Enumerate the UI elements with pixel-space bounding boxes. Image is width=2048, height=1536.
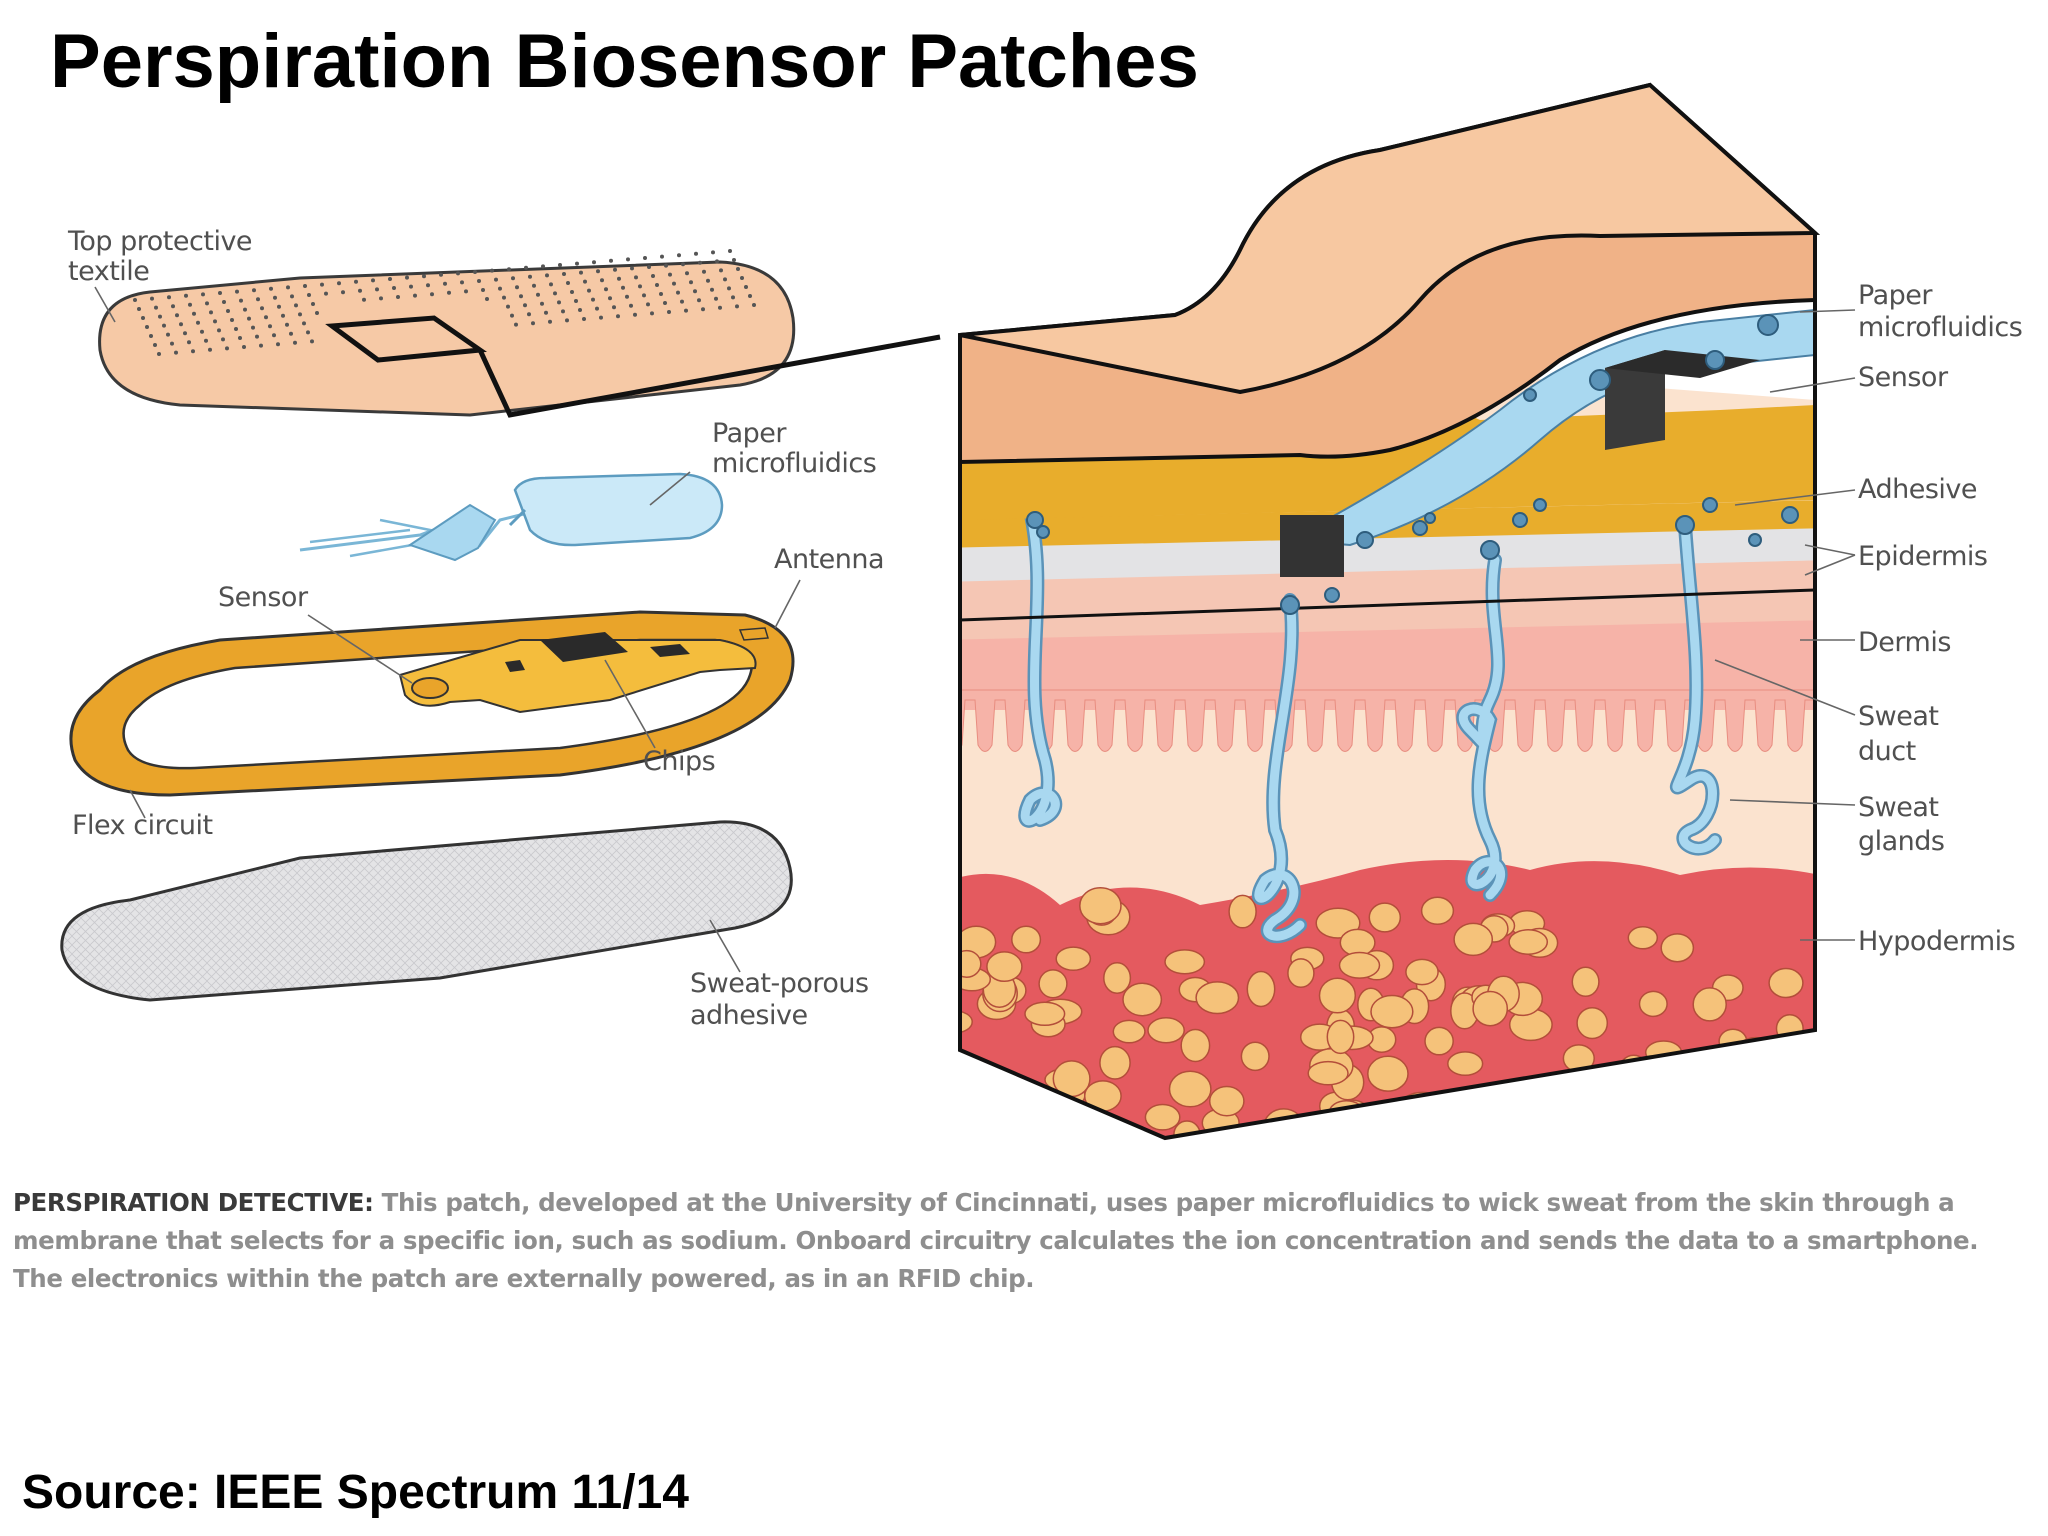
label-xs-sweat-glands-2: glands	[1858, 826, 1945, 857]
sweat-ducts	[1018, 503, 1722, 944]
label-xs-paper-2: microfluidics	[1858, 312, 2022, 343]
label-xs-sensor: Sensor	[1858, 362, 1949, 393]
patch-top-face	[959, 82, 1821, 395]
sweat-porous-adhesive	[60, 820, 793, 1002]
label-xs-sweat-duct-1: Sweat	[1858, 701, 1938, 732]
label-top-textile-2: textile	[68, 256, 149, 287]
caption-lead: PERSPIRATION DETECTIVE:	[13, 1188, 374, 1217]
label-antenna: Antenna	[774, 544, 884, 575]
chip-side	[650, 644, 690, 657]
label-xs-hypodermis: Hypodermis	[1858, 926, 2015, 957]
paper-microfluidics-pad	[299, 472, 724, 562]
flex-circuit	[69, 610, 795, 797]
membrane-layer	[960, 525, 1815, 582]
page-title: Perspiration Biosensor Patches	[50, 19, 1199, 104]
label-top-textile-1: Top protective	[67, 226, 252, 257]
source-credit: Source: IEEE Spectrum 11/14	[22, 1466, 689, 1519]
label-xs-epidermis: Epidermis	[1858, 541, 1987, 572]
label-xs-paper-1: Paper	[1858, 280, 1933, 311]
label-chips: Chips	[643, 746, 715, 777]
cross-section-leader-lines	[1714, 309, 1856, 941]
label-sweat-porous-2: adhesive	[690, 1000, 808, 1031]
sweat-bubbles	[1026, 314, 1799, 615]
label-xs-adhesive: Adhesive	[1858, 474, 1977, 505]
label-sweat-porous-1: Sweat-porous	[690, 968, 869, 999]
textile-perforation-dots	[133, 249, 756, 356]
label-paper-microfluidics-1: Paper	[712, 418, 787, 449]
sensor-block	[1605, 350, 1665, 450]
sensor-block-left	[1280, 515, 1344, 577]
biosensor-diagram: Top protective textile Paper microfluidi…	[60, 82, 2023, 1141]
chip-main	[540, 632, 628, 662]
dermal-papillae	[960, 689, 1815, 752]
epidermis-layer	[960, 560, 1815, 640]
skin-cross-section	[958, 82, 1821, 1141]
dermis-layer	[960, 620, 1815, 710]
zoom-connector-line	[477, 334, 941, 418]
label-xs-dermis: Dermis	[1858, 627, 1951, 658]
label-flex-circuit: Flex circuit	[72, 810, 213, 841]
label-sensor: Sensor	[218, 582, 309, 613]
label-paper-microfluidics-2: microfluidics	[712, 448, 876, 479]
exploded-leader-lines	[94, 286, 801, 973]
top-protective-textile	[98, 249, 796, 417]
label-xs-sweat-glands-1: Sweat	[1858, 792, 1938, 823]
cross-section-labels: Paper microfluidics Sensor Adhesive Epid…	[1858, 280, 2023, 957]
label-xs-sweat-duct-2: duct	[1858, 736, 1916, 767]
figure-caption: PERSPIRATION DETECTIVE: This patch, deve…	[13, 1184, 1988, 1298]
caption-body: This patch, developed at the University …	[13, 1188, 1979, 1293]
exploded-labels: Top protective textile Paper microfluidi…	[67, 226, 885, 1031]
